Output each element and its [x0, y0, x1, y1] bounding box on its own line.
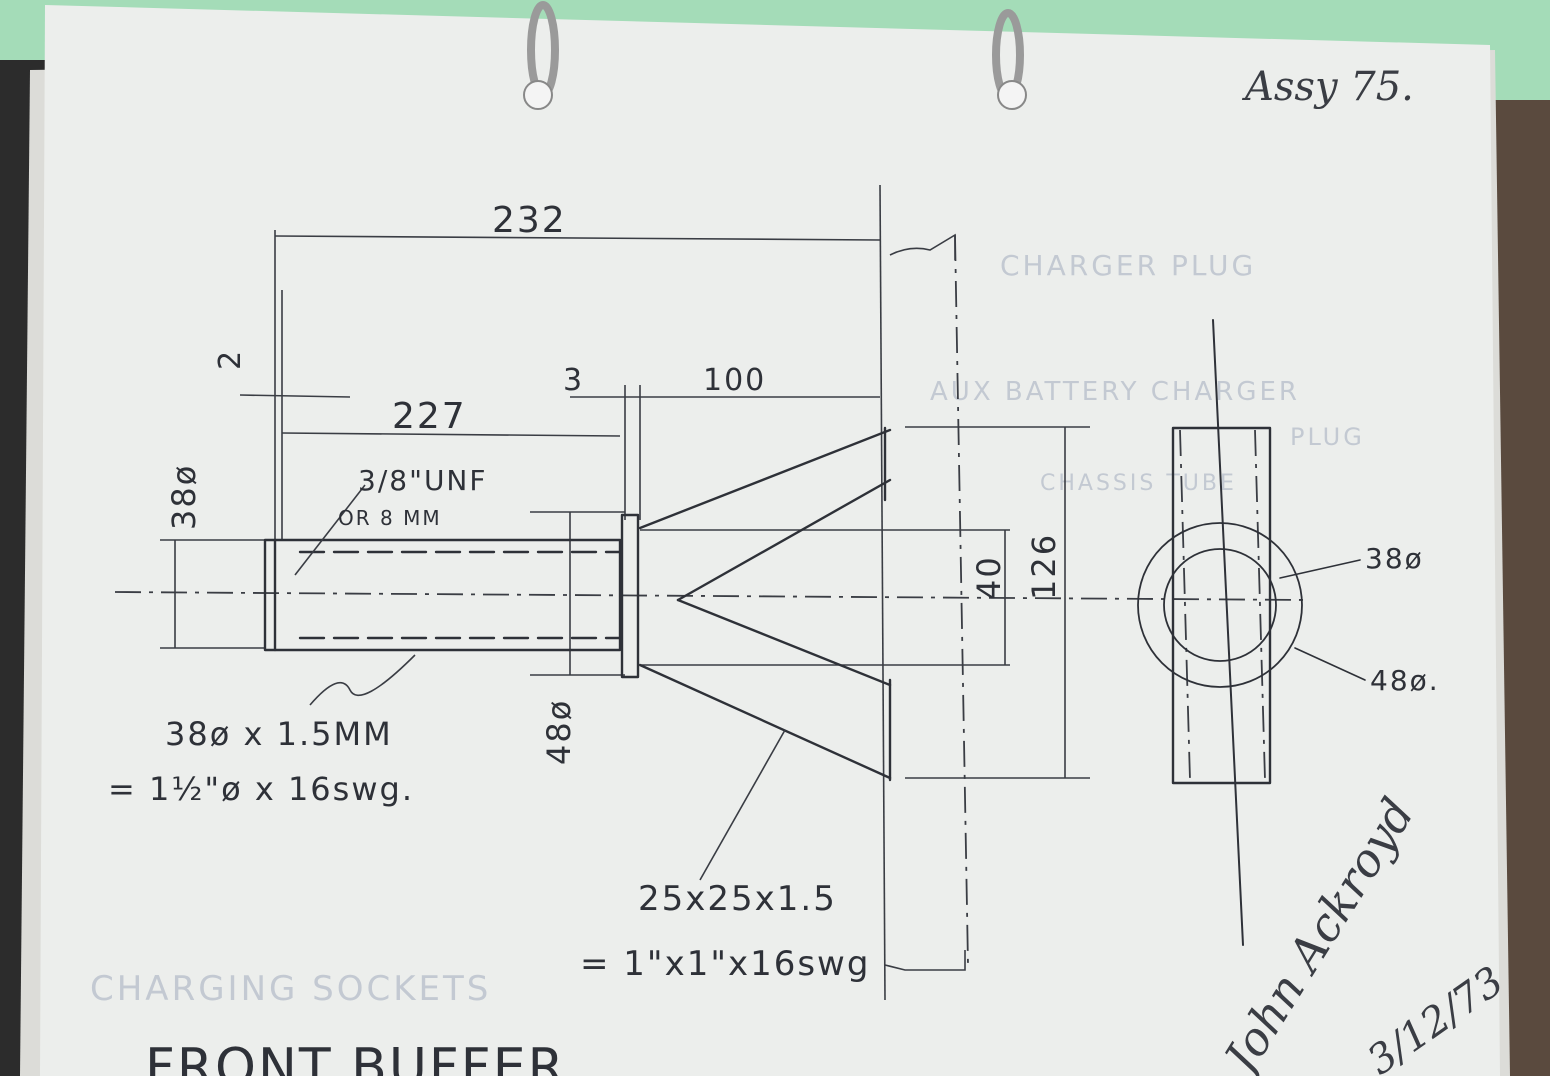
tube-spec-imperial: = 1½"ø x 16swg.: [108, 770, 414, 808]
ghost-chassis-tube: CHASSIS TUBE: [1040, 471, 1237, 496]
dim-2: 2: [213, 349, 248, 370]
dim-227: 227: [392, 396, 467, 437]
binder-ring-right: [992, 9, 1027, 110]
thread-note: 3/8"UNF: [358, 464, 488, 497]
dimension-lines: [160, 184, 1090, 1001]
dim-126: 126: [1025, 533, 1063, 600]
thread-note-alt: OR 8 MM: [338, 506, 442, 530]
side-view: [263, 426, 892, 782]
paper-sheet: [40, 5, 1500, 1076]
end-view: [1137, 319, 1366, 946]
dim-38-dia: 38ø: [165, 464, 203, 530]
end-view-outer-dia: 48ø.: [1370, 664, 1440, 697]
arm-spec-imperial: = 1"x1"x16swg: [580, 944, 870, 984]
ghost-charger-plug: CHARGER PLUG: [1000, 249, 1256, 282]
centre-lines: [114, 234, 1311, 966]
drawing-title: FRONT BUFFER.: [145, 1038, 582, 1076]
dim-3: 3: [563, 363, 584, 398]
end-view-inner-dia: 38ø: [1365, 542, 1424, 575]
dim-40: 40: [970, 555, 1008, 600]
ghost-plug: PLUG: [1290, 423, 1365, 451]
tube-spec: 38ø x 1.5MM: [165, 715, 393, 753]
ghost-charging-sockets: CHARGING SOCKETS: [90, 969, 491, 1009]
sheet-reference: Assy 75.: [1241, 64, 1414, 110]
dim-232: 232: [492, 200, 567, 241]
arm-spec: 25x25x1.5: [638, 879, 837, 919]
leader-lines: [294, 233, 966, 971]
dim-100: 100: [703, 363, 766, 398]
binder-ring-left: [523, 1, 559, 110]
ghost-aux-battery: AUX BATTERY CHARGER: [930, 377, 1300, 407]
dim-48-dia: 48ø: [540, 699, 578, 765]
